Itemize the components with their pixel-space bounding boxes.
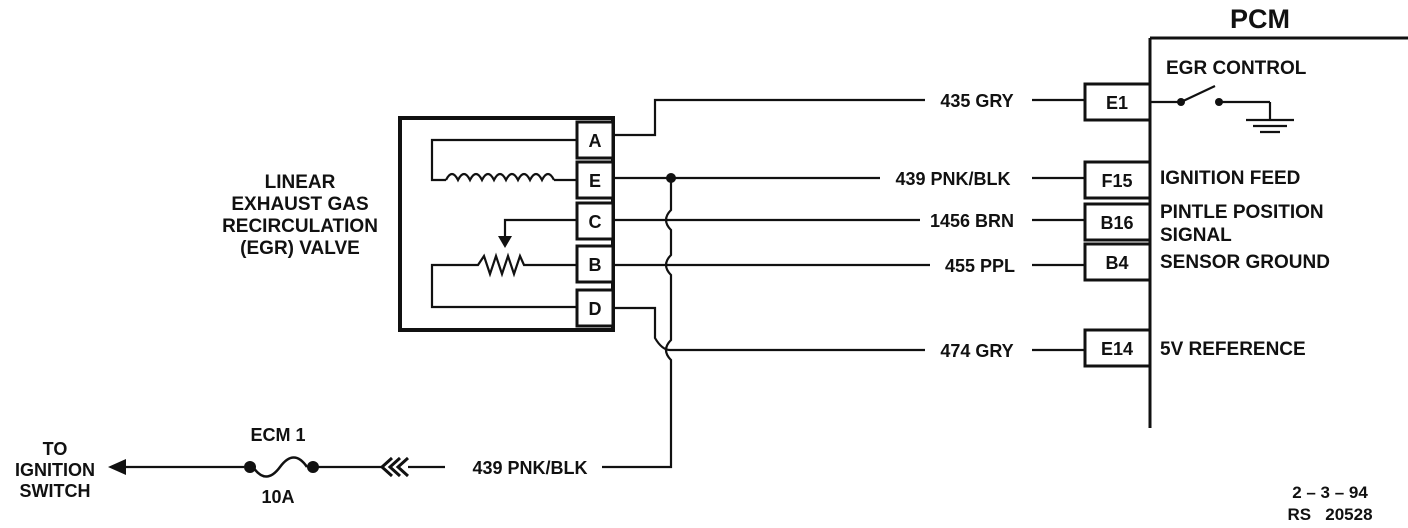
five-v-reference-label: 5V REFERENCE (1160, 339, 1306, 360)
fuse-rating: 10A (261, 487, 294, 507)
wire-e-label: 439 PNK/BLK (895, 169, 1010, 189)
wire-c-label: 1456 BRN (930, 211, 1014, 231)
feed-wire-vertical (602, 178, 673, 469)
diagram-date: 2 – 3 – 94 (1292, 483, 1368, 502)
connector-chevron-icon (379, 456, 410, 478)
wire-a (613, 98, 1085, 137)
fuse-name: ECM 1 (250, 425, 305, 445)
destination-line2: IGNITION (15, 460, 95, 480)
arrow-left-icon (108, 459, 126, 475)
terminal-a-label: A (589, 131, 602, 151)
valve-name-line4: (EGR) VALVE (240, 238, 360, 259)
pcm-pin-b4: B4 (1083, 242, 1152, 282)
destination-line1: TO (43, 439, 68, 459)
destination-line3: SWITCH (20, 481, 91, 501)
pcm-pin-e1-label: E1 (1106, 93, 1128, 113)
feed-wire-label: 439 PNK/BLK (472, 458, 587, 478)
fuse-icon (244, 456, 319, 478)
pintle-position-label-line1: PINTLE POSITION (1160, 202, 1324, 223)
pcm-pin-b16-label: B16 (1100, 213, 1133, 233)
ignition-feed-label: IGNITION FEED (1160, 168, 1300, 189)
diagram-ref: RS 20528 (1287, 505, 1372, 524)
wire-d (613, 306, 1085, 352)
valve-name-line3: RECIRCULATION (222, 216, 378, 237)
pcm-pin-e14: E14 (1083, 328, 1152, 368)
pcm-pin-f15-label: F15 (1101, 171, 1132, 191)
pcm-pin-b4-label: B4 (1105, 253, 1128, 273)
terminal-e-label: E (589, 171, 601, 191)
pcm-title: PCM (1230, 4, 1290, 34)
valve-name-line1: LINEAR (265, 172, 336, 193)
terminal-d-label: D (589, 299, 602, 319)
egr-control-switch (1150, 85, 1272, 120)
potentiometer-icon (430, 218, 577, 309)
wire-d-label: 474 GRY (940, 341, 1013, 361)
valve-name-line2: EXHAUST GAS (231, 194, 368, 215)
pcm-pin-e14-label: E14 (1101, 339, 1133, 359)
solenoid-coil-icon (430, 138, 577, 183)
wire-a-label: 435 GRY (940, 91, 1013, 111)
terminal-c-label: C (589, 212, 602, 232)
ground-icon (1246, 118, 1294, 134)
pcm-pin-e1: E1 (1083, 82, 1152, 122)
terminal-b-label: B (589, 255, 602, 275)
pcm-pin-b16: B16 (1083, 202, 1152, 242)
egr-control-label: EGR CONTROL (1166, 58, 1307, 79)
sensor-ground-label: SENSOR GROUND (1160, 252, 1330, 273)
pintle-position-label-line2: SIGNAL (1160, 225, 1232, 246)
pcm-pin-f15: F15 (1083, 160, 1152, 200)
wire-b-label: 455 PPL (945, 256, 1015, 276)
